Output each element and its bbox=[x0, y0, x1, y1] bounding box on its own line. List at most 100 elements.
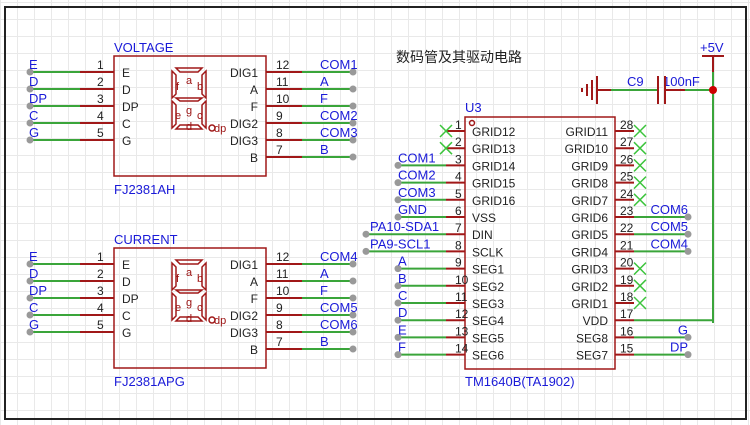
net-port[interactable] bbox=[394, 265, 402, 273]
pin-name: VDD bbox=[583, 314, 609, 328]
net-port[interactable] bbox=[26, 311, 34, 319]
pin-name: SEG1 bbox=[472, 263, 504, 277]
net-label: COM6 bbox=[650, 202, 688, 217]
no-connect-stroke bbox=[633, 124, 647, 138]
net-label: B bbox=[320, 334, 329, 349]
net-port[interactable] bbox=[349, 277, 357, 285]
no-connect-icon bbox=[633, 158, 647, 172]
net-port[interactable] bbox=[394, 179, 402, 187]
net-port[interactable] bbox=[394, 333, 402, 341]
net-port[interactable] bbox=[394, 213, 402, 221]
net-port[interactable] bbox=[394, 351, 402, 359]
net-port[interactable] bbox=[26, 260, 34, 268]
net-port[interactable] bbox=[394, 161, 402, 169]
net-port[interactable] bbox=[26, 119, 34, 127]
seg-label-d: d bbox=[186, 121, 192, 133]
net-port[interactable] bbox=[362, 247, 370, 255]
net-port[interactable] bbox=[26, 328, 34, 336]
net-label: G bbox=[678, 322, 688, 337]
segment-c bbox=[201, 291, 207, 322]
net-port[interactable] bbox=[349, 85, 357, 93]
pin-number: 8 bbox=[276, 318, 283, 332]
seg-label-g: g bbox=[186, 297, 192, 309]
net-port[interactable] bbox=[394, 316, 402, 324]
net-label: PA10-SDA1 bbox=[370, 219, 439, 234]
net-port[interactable] bbox=[349, 260, 357, 268]
net-port[interactable] bbox=[349, 345, 357, 353]
pin-number: 10 bbox=[455, 273, 469, 287]
pin-name: C bbox=[122, 117, 131, 131]
pin-number: 10 bbox=[276, 92, 290, 106]
power-5v[interactable]: +5V bbox=[700, 40, 724, 323]
net-port[interactable] bbox=[349, 311, 357, 319]
net-port[interactable] bbox=[26, 136, 34, 144]
pin-name: B bbox=[250, 151, 258, 165]
pin-name: DIG3 bbox=[230, 326, 258, 340]
segment-a bbox=[174, 67, 204, 73]
net-label: DP bbox=[29, 283, 47, 298]
net-port[interactable] bbox=[684, 230, 692, 238]
segment-f bbox=[171, 69, 177, 100]
net-port[interactable] bbox=[349, 294, 357, 302]
pin-number: 25 bbox=[620, 170, 634, 184]
capacitor-c9[interactable]: C9 100nF bbox=[581, 74, 713, 104]
ic-body bbox=[464, 116, 616, 370]
pin-number: 5 bbox=[455, 187, 462, 201]
net-port[interactable] bbox=[26, 277, 34, 285]
pin-number: 4 bbox=[455, 170, 462, 184]
pin-name: SEG4 bbox=[472, 314, 504, 328]
net-port[interactable] bbox=[684, 351, 692, 359]
seg-label-c: c bbox=[197, 302, 203, 314]
net-label: COM6 bbox=[320, 317, 358, 332]
net-port[interactable] bbox=[684, 333, 692, 341]
pin-number: 2 bbox=[97, 75, 104, 89]
net-port[interactable] bbox=[349, 119, 357, 127]
pin-name: GRID15 bbox=[472, 177, 516, 191]
seg-label-b: b bbox=[197, 81, 203, 93]
net-label: A bbox=[320, 74, 329, 89]
display-designator: VOLTAGE bbox=[114, 40, 174, 55]
pin-number: 18 bbox=[620, 290, 634, 304]
pin-number: 7 bbox=[455, 221, 462, 235]
net-port[interactable] bbox=[394, 282, 402, 290]
power-label: +5V bbox=[700, 40, 724, 55]
pin-name: DP bbox=[122, 100, 139, 114]
net-label: G bbox=[29, 125, 39, 140]
capacitor-value: 100nF bbox=[663, 74, 700, 89]
pin-name: VSS bbox=[472, 211, 496, 225]
net-port[interactable] bbox=[26, 294, 34, 302]
net-port[interactable] bbox=[349, 102, 357, 110]
no-connect-icon bbox=[439, 124, 453, 138]
net-port[interactable] bbox=[26, 102, 34, 110]
pin-number: 15 bbox=[620, 342, 634, 356]
pin-number: 22 bbox=[620, 221, 634, 235]
pin-name: D bbox=[122, 275, 131, 289]
net-port[interactable] bbox=[26, 85, 34, 93]
no-connect-stroke bbox=[633, 158, 647, 172]
net-port[interactable] bbox=[349, 136, 357, 144]
net-port[interactable] bbox=[349, 328, 357, 336]
net-port[interactable] bbox=[349, 153, 357, 161]
net-port[interactable] bbox=[684, 247, 692, 255]
pin-name: SCLK bbox=[472, 245, 503, 259]
net-label: D bbox=[29, 266, 38, 281]
sheet-title: 数码管及其驱动电路 bbox=[396, 49, 522, 65]
net-port[interactable] bbox=[362, 230, 370, 238]
no-connect-stroke bbox=[633, 296, 647, 310]
net-port[interactable] bbox=[394, 196, 402, 204]
segment-d bbox=[174, 316, 204, 322]
net-port[interactable] bbox=[349, 68, 357, 76]
net-label: B bbox=[398, 271, 407, 286]
net-label: F bbox=[320, 91, 328, 106]
net-port[interactable] bbox=[684, 213, 692, 221]
pin-name: GRID10 bbox=[565, 142, 609, 156]
pin-name: SEG8 bbox=[576, 331, 608, 345]
display-part: FJ2381APG bbox=[114, 374, 185, 389]
net-port[interactable] bbox=[394, 299, 402, 307]
net-port[interactable] bbox=[26, 68, 34, 76]
